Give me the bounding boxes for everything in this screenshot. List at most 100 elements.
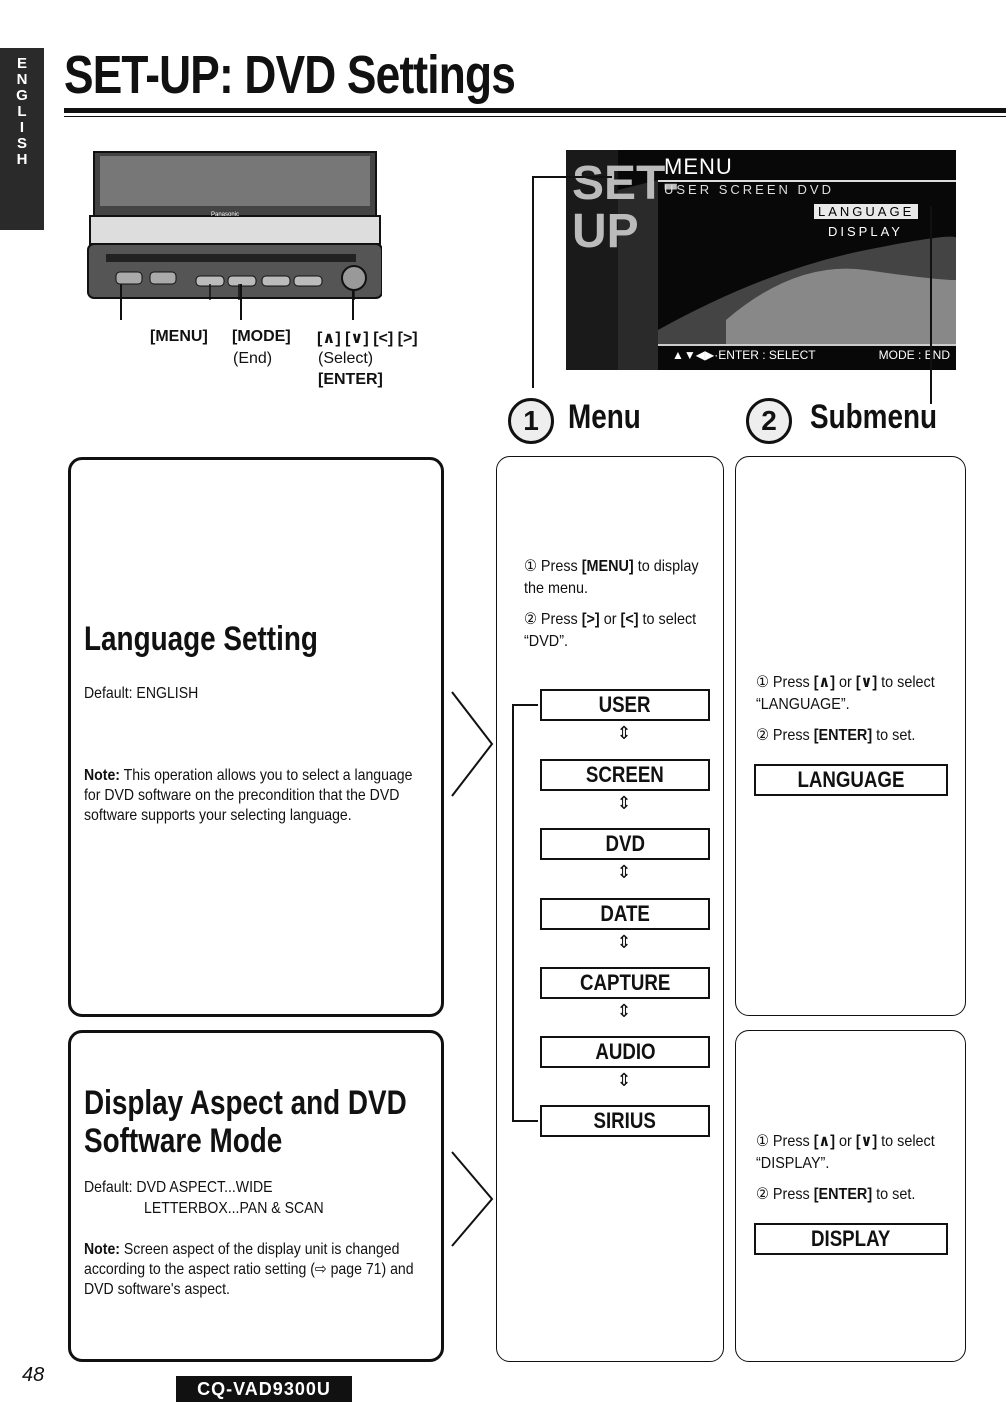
up-down-arrow-icon: ⇕ [616, 1001, 632, 1021]
tab-letter: N [16, 71, 28, 88]
key-label: [ENTER] [813, 1186, 873, 1203]
menu-item-capture: CAPTURE [540, 967, 710, 999]
text: Press [772, 1133, 814, 1150]
screen-menu-title: MENU [664, 154, 733, 179]
key-label: [∧] [813, 1133, 836, 1150]
head-unit-illustration: Panasonic [86, 150, 383, 328]
cycle-line-bottom [512, 1120, 538, 1122]
menu-item-label: USER [599, 692, 651, 717]
text: to select “DISPLAY”. [756, 1133, 935, 1172]
select-leader-line [352, 290, 354, 320]
text: Press [772, 1186, 814, 1203]
menu-item-sirius: SIRIUS [540, 1105, 710, 1137]
select-buttons-label: [∧] [∨] [<] [>] [317, 330, 418, 347]
menu-item-label: SIRIUS [593, 1108, 657, 1133]
cycle-line [512, 704, 514, 1120]
language-tab: E N G L I S H 39 [0, 48, 44, 273]
key-label: [ENTER] [813, 727, 873, 744]
menu-item-dvd: DVD [540, 828, 710, 860]
head-unit-drawing: Panasonic [87, 151, 383, 328]
language-note: Note: This operation allows you to selec… [84, 766, 423, 826]
screen-menu-tabs: USER SCREEN DVD [664, 182, 834, 197]
key-label: [MENU] [581, 558, 634, 575]
screen-footer-select: ▲▼◀▶·ENTER : SELECT [672, 348, 816, 362]
menu-leader-line [120, 284, 122, 320]
text: Press [540, 558, 582, 575]
step-menu-heading: Menu [568, 398, 641, 436]
brand-text: Panasonic [211, 212, 239, 218]
menu-item-label: DISPLAY [811, 1226, 891, 1251]
menu-item-screen: SCREEN [540, 759, 710, 791]
select-sub-label: (Select) [318, 350, 374, 367]
key-label: [∨] [855, 674, 878, 691]
cycle-line-top [512, 704, 538, 706]
menu-screen-image: SET-UP MENU USER SCREEN DVD LANGUAGE DIS… [566, 150, 956, 370]
tab-letter: L [17, 103, 27, 120]
text: or [835, 1133, 856, 1150]
display-default-line2: LETTERBOX...PAN & SCAN [144, 1200, 324, 1217]
note-label: Note: [84, 1241, 120, 1258]
text: to select “DVD”. [524, 611, 697, 650]
menu-item-audio: AUDIO [540, 1036, 710, 1068]
menu-item-label: DVD [605, 831, 645, 856]
tab-letter: E [16, 55, 27, 72]
menu-item-user: USER [540, 689, 710, 721]
menu-pointer-line-h [532, 176, 612, 178]
menu-step-2: ② Press [>] or [<] to select “DVD”. [524, 611, 697, 650]
note-label: Note: [84, 767, 120, 784]
submenu-language-step-2: ② Press [ENTER] to set. [756, 727, 916, 744]
model-number: CQ-VAD9300U [176, 1376, 352, 1402]
submenu-display-step-2: ② Press [ENTER] to set. [756, 1186, 916, 1203]
step-2-circle: 2 [746, 398, 792, 444]
section-number: 39 [13, 256, 31, 273]
language-setting-box [68, 457, 444, 1017]
language-tab-letters: E N G L I S H [0, 56, 44, 168]
enter-button-label: [ENTER] [318, 371, 383, 388]
submenu-item-language: LANGUAGE [754, 764, 948, 796]
submenu-item-display: DISPLAY [754, 1223, 948, 1255]
note-text: This operation allows you to select a la… [84, 767, 413, 824]
page-number: 48 [22, 1364, 45, 1386]
text: to set. [872, 727, 916, 744]
menu-pointer-line [532, 176, 534, 388]
tab-letter: S [16, 135, 27, 152]
menu-item-label: DATE [600, 901, 650, 926]
up-down-arrow-icon: ⇕ [616, 1070, 632, 1090]
arrow-right-icon [451, 1151, 494, 1247]
text: Press [772, 727, 814, 744]
menu-item-label: CAPTURE [579, 970, 671, 995]
up-down-arrow-icon: ⇕ [616, 793, 632, 813]
key-label: [∨] [855, 1133, 878, 1150]
language-default: Default: ENGLISH [84, 685, 199, 702]
title-rule [64, 108, 1006, 113]
step-submenu-heading: Submenu [810, 398, 938, 436]
tab-letter: G [16, 87, 28, 104]
key-label: [<] [620, 611, 639, 628]
menu-step-1: ① Press [MENU] to display the menu. [524, 558, 699, 597]
title-rule-thin [64, 116, 1006, 117]
text: to select “LANGUAGE”. [756, 674, 935, 713]
mode-leader-line [240, 284, 242, 320]
submenu-display-step-1: ① Press [∧] or [∨] to select “DISPLAY”. [756, 1133, 935, 1172]
screen-submenu-display: DISPLAY [828, 224, 903, 239]
mode-end-label: (End) [233, 350, 273, 367]
language-setting-title: Language Setting [84, 620, 318, 658]
text: to display the menu. [524, 558, 699, 597]
screen-footer-mode: MODE : END [878, 348, 950, 362]
screen-background [566, 150, 956, 370]
display-default-line1: Default: DVD ASPECT...WIDE [84, 1179, 273, 1196]
submenu-language-step-1: ① Press [∧] or [∨] to select “LANGUAGE”. [756, 674, 935, 713]
menu-item-date: DATE [540, 898, 710, 930]
key-label: [>] [581, 611, 600, 628]
up-down-arrow-icon: ⇕ [616, 932, 632, 952]
submenu-pointer-line [930, 206, 932, 404]
tab-letter: I [19, 119, 25, 136]
menu-button-label: [MENU] [150, 328, 208, 345]
page-title: SET-UP: DVD Settings [64, 45, 516, 105]
tab-letter: H [16, 151, 28, 168]
up-down-arrow-icon: ⇕ [616, 723, 632, 743]
text: Press [772, 674, 814, 691]
submenu-display-box [735, 1030, 966, 1362]
display-aspect-box [68, 1030, 444, 1362]
display-aspect-title: Display Aspect and DVD Software Mode [84, 1084, 407, 1160]
